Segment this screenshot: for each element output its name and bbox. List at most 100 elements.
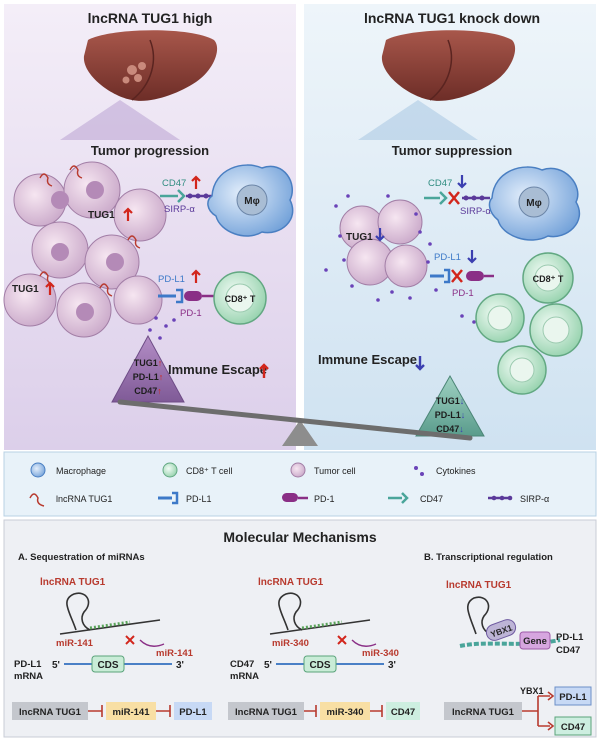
liver-tumor-illustration [60, 30, 218, 140]
left-panel-subtitle: Tumor progression [91, 143, 209, 158]
pathway-node: PD-L1 [559, 692, 587, 703]
right-panel: lncRNA TUG1 knock down Tumor suppression… [304, 4, 596, 450]
pd-l1-icon [158, 491, 179, 505]
macrophage-icon [488, 166, 581, 241]
pathway-node: lncRNA TUG1 [235, 707, 298, 718]
inhibit-arrow-icon [304, 705, 317, 717]
pathway-mir141: lncRNA TUG1 miR-141 PD-L1 [12, 702, 212, 720]
macrophage-label: Mφ [244, 196, 259, 207]
up-arrow-icon [123, 207, 133, 221]
pyramid-label: CD47↑ [134, 386, 162, 396]
tumor-cell-icon [290, 462, 306, 478]
pd-l1-pd1-binding [158, 288, 214, 304]
lncrna-label: lncRNA TUG1 [446, 580, 512, 591]
left-panel: lncRNA TUG1 high Tumor progression [3, 4, 296, 450]
up-arrow-icon [191, 175, 201, 189]
legend-cd47: CD47 [420, 494, 443, 504]
down-arrow-icon: ↓ [459, 424, 464, 434]
legend-t-cell: CD8⁺ T cell [186, 466, 232, 476]
mrna-label: CD47 [230, 659, 254, 670]
right-panel-subtitle: Tumor suppression [392, 143, 512, 158]
right-panel-title: lncRNA TUG1 knock down [364, 10, 540, 26]
cytokine-dot [342, 258, 346, 262]
legend-pd-l1: PD-L1 [186, 494, 212, 504]
mechanisms-title: Molecular Mechanisms [223, 529, 376, 545]
up-arrow-icon: ↑ [158, 358, 163, 368]
block-x-icon [448, 191, 460, 205]
up-arrow-icon: ↑ [159, 372, 164, 382]
cd47-label: CD47 [162, 178, 186, 189]
macrophage-icon [207, 164, 294, 237]
section-b-title: B. Transcriptional regulation [424, 552, 553, 563]
gene-box [519, 631, 551, 650]
t-cell-icon [162, 462, 178, 478]
up-arrow-icon [259, 363, 269, 378]
immune-escape-label: Immune Escape [318, 352, 417, 367]
pathway-node: lncRNA TUG1 [19, 707, 82, 718]
cds-label: CDS [97, 660, 118, 671]
macrophage-label: Mφ [526, 198, 541, 209]
cd47-label: CD47 [428, 178, 452, 189]
liver-illustration [358, 30, 516, 140]
cytokine-dot [324, 268, 328, 272]
pd-1-label: PD-1 [452, 288, 474, 299]
mir-label: miR-340 [272, 638, 309, 649]
ybx1-mechanism: lncRNA TUG1 YBX1 Gene PD-L1 CD47 [446, 580, 584, 656]
activate-arrow-icon [547, 691, 555, 731]
pyramid-label: PD-L1↓ [435, 410, 466, 420]
pathway-node: PD-L1 [179, 707, 207, 718]
mrna-label: PD-L1 [14, 659, 42, 670]
lncrna-label: lncRNA TUG1 [258, 577, 324, 588]
cytokine-dot [346, 194, 350, 198]
cytokine-dot [390, 290, 394, 294]
legend-sirp-alpha: SIRP-α [520, 494, 549, 504]
cytokine-dots [324, 194, 476, 324]
down-arrow-icon [467, 250, 477, 264]
mir340-mechanism: lncRNA TUG1 miR-340 miR-340 CD47 mRNA 5'… [230, 577, 399, 682]
lncrna-label: lncRNA TUG1 [40, 577, 106, 588]
tug1-label: TUG1 [12, 284, 39, 295]
lncrna-icon [29, 493, 45, 507]
pathway-node: CD47 [561, 722, 585, 733]
pyramid-label: TUG1↑ [134, 358, 163, 368]
left-panel-title: lncRNA TUG1 high [88, 10, 213, 26]
pyramid-label: CD47↓ [436, 424, 464, 434]
block-x-icon [337, 635, 347, 645]
ybx1-protein [485, 619, 517, 641]
pyramid-label: PD-L1↑ [133, 372, 164, 382]
cd8-t-cell-label: CD8⁺ T [533, 274, 564, 284]
down-arrow-icon: ↓ [461, 410, 466, 420]
legend: Macrophage CD8⁺ T cell Tumor cell Cytoki… [3, 451, 597, 517]
block-x-icon [125, 635, 135, 645]
pd-l1-pd1-blocked [430, 268, 494, 284]
down-arrow-icon [375, 228, 385, 242]
cd47-sirp-binding [160, 189, 212, 203]
cds-label: CDS [309, 660, 330, 671]
cd8-t-cell-cluster [475, 252, 583, 395]
cytokine-dot [334, 204, 338, 208]
cytokine-dot [408, 296, 412, 300]
sirp-alpha-label: SIRP-α [460, 206, 491, 217]
mechanisms-panel: Molecular Mechanisms A. Sequestration of… [3, 519, 597, 738]
pathway-node: miR-141 [113, 707, 151, 718]
mrna-label: mRNA [14, 671, 43, 682]
block-x-icon [451, 269, 463, 283]
cds-box [303, 655, 337, 673]
legend-cytokines: Cytokines [436, 466, 476, 476]
inhibit-arrow-icon [370, 705, 383, 717]
lncrna-hairpin-icon [66, 592, 91, 631]
target-label: CD47 [556, 645, 580, 656]
cd8-t-cell-label: CD8⁺ T [225, 294, 256, 304]
tumor-cell-cluster [339, 199, 428, 288]
cytokine-dot [338, 234, 342, 238]
pathway-ybx1: lncRNA TUG1 YBX1 PD-L1 CD47 [444, 686, 592, 736]
cytokine-dot [376, 298, 380, 302]
pathway-node: CD47 [391, 707, 415, 718]
cds-box [91, 655, 125, 673]
pd-1-label: PD-1 [180, 308, 202, 319]
mrna-label: mRNA [230, 671, 259, 682]
down-arrow-icon [457, 175, 467, 189]
pd-l1-label: PD-L1 [158, 274, 185, 285]
mir-label: miR-141 [156, 648, 194, 659]
up-arrow-icon [191, 269, 201, 283]
